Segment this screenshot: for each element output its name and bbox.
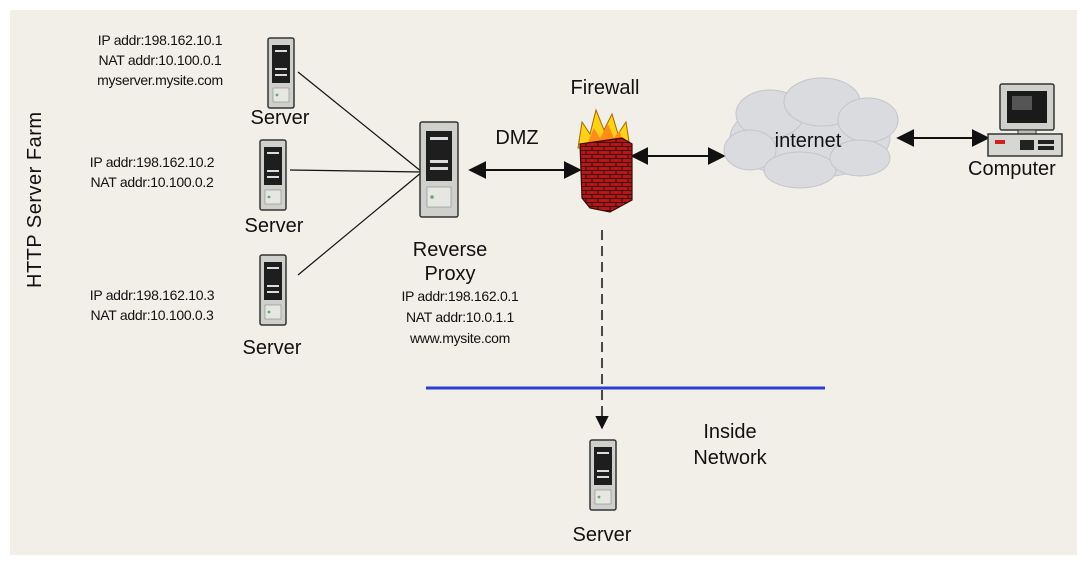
server2-nat: NAT addr:10.100.0.2 [90,174,214,190]
link-server3-proxy [297,171,423,276]
proxy-hostname: www.mysite.com [409,330,511,346]
proxy-caption-line2: Proxy [424,263,476,285]
inside-network-line1: Inside [703,421,757,443]
firewall-label: Firewall [570,77,640,99]
inside-network-line2: Network [693,447,767,469]
server1-ip: IP addr:198.162.10.1 [97,32,223,48]
server-icon [259,254,287,326]
server3-caption: Server [242,337,302,359]
diagram-canvas: HTTP Server Farm IP addr:198.162.10.1 NA… [10,10,1077,555]
reverse-proxy-icon [419,121,459,218]
server-icon [267,37,295,109]
farm-label: HTTP Server Farm [24,111,46,288]
server-icon [589,439,617,511]
link-server2-proxy [289,169,423,173]
inside-server-caption: Server [572,524,632,546]
proxy-caption-line1: Reverse [412,239,488,261]
firewall-icon [577,108,633,213]
dmz-label: DMZ [495,127,539,149]
diagram-svg [259,37,1063,511]
server-icon [259,139,287,211]
server1-hostname: myserver.mysite.com [97,72,223,88]
server2-caption: Server [244,215,304,237]
link-server1-proxy [297,71,423,173]
server1-nat: NAT addr:10.100.0.1 [98,52,222,68]
server2-ip: IP addr:198.162.10.2 [89,154,215,170]
computer-icon [987,83,1063,157]
server3-ip: IP addr:198.162.10.3 [89,287,215,303]
server1-caption: Server [250,107,310,129]
proxy-ip: IP addr:198.162.0.1 [401,288,519,304]
proxy-nat: NAT addr:10.0.1.1 [405,309,514,325]
computer-label: Computer [968,158,1056,180]
server3-nat: NAT addr:10.100.0.3 [90,307,214,323]
internet-cloud-icon [723,77,899,189]
internet-label: internet [774,130,842,152]
